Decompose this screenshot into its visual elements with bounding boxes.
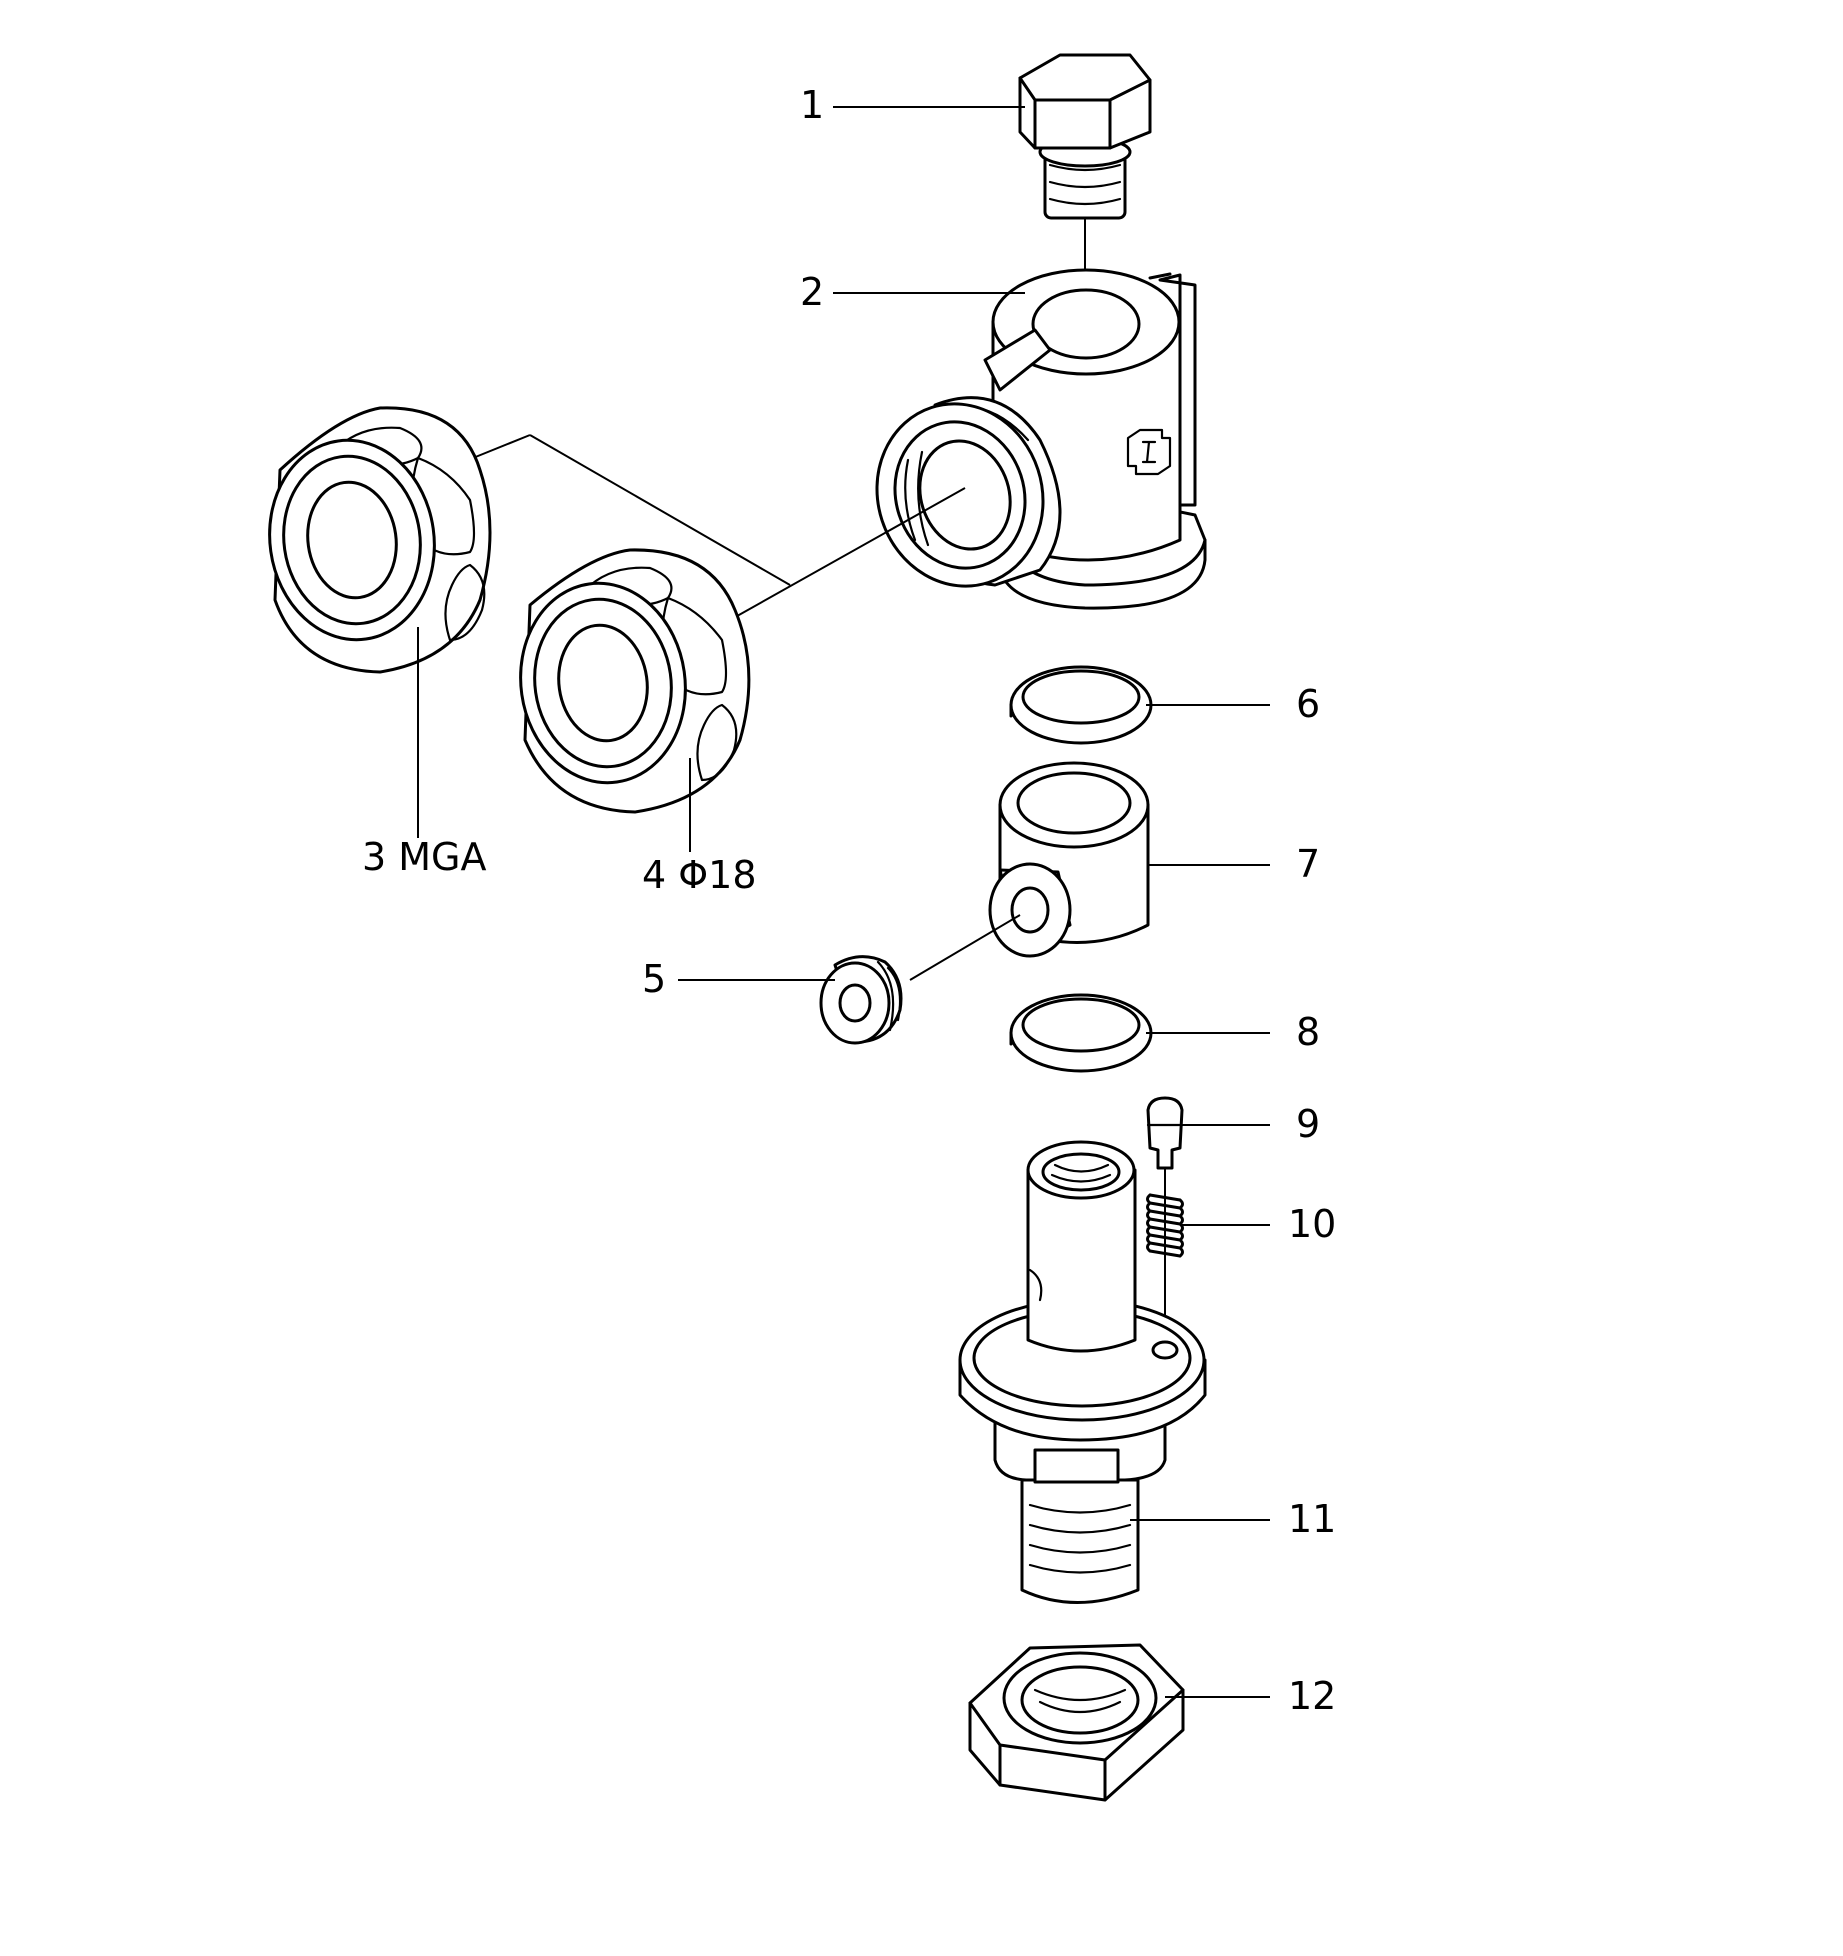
- leader-lines: [417, 106, 1270, 1698]
- callout-12: 12: [1288, 1674, 1336, 1718]
- callout-2: 2: [800, 270, 824, 314]
- part-8-sealing-ring: [1009, 993, 1153, 1073]
- part-11-union-body: [958, 1140, 1207, 1604]
- leader-parts-3-4-joint-b: [529, 434, 791, 586]
- part-2-elbow-body: [729, 268, 1207, 621]
- callout-3: 3 MGA: [362, 835, 486, 879]
- callout-11: 11: [1288, 1497, 1336, 1541]
- callout-9: 9: [1296, 1102, 1320, 1146]
- callout-1: 1: [800, 83, 824, 127]
- callout-5: 5: [642, 957, 666, 1001]
- part-10-spring: [1146, 1193, 1184, 1258]
- callout-6: 6: [1296, 682, 1320, 726]
- leader-parts-3-4-joint-a: [472, 434, 531, 459]
- part-3-compression-nut-mga: [268, 406, 492, 674]
- brand-mark-icon: [1126, 428, 1172, 476]
- callout-labels: 1 2 3 MGA 4 Φ18 5 6 7 8 9 10 11 12: [362, 83, 1336, 1718]
- callout-10: 10: [1288, 1202, 1336, 1246]
- part-7-tee-body: [909, 761, 1150, 981]
- part-4-compression-nut-d18: [519, 548, 751, 814]
- part-5-threaded-plug: [819, 955, 903, 1045]
- callout-4: 4 Φ18: [642, 853, 757, 897]
- callout-8: 8: [1296, 1010, 1320, 1054]
- callout-7: 7: [1296, 842, 1320, 886]
- part-6-sealing-ring: [1009, 665, 1153, 745]
- part-12-hex-nut: [968, 1643, 1185, 1802]
- part-1-hex-bolt: [1018, 53, 1152, 355]
